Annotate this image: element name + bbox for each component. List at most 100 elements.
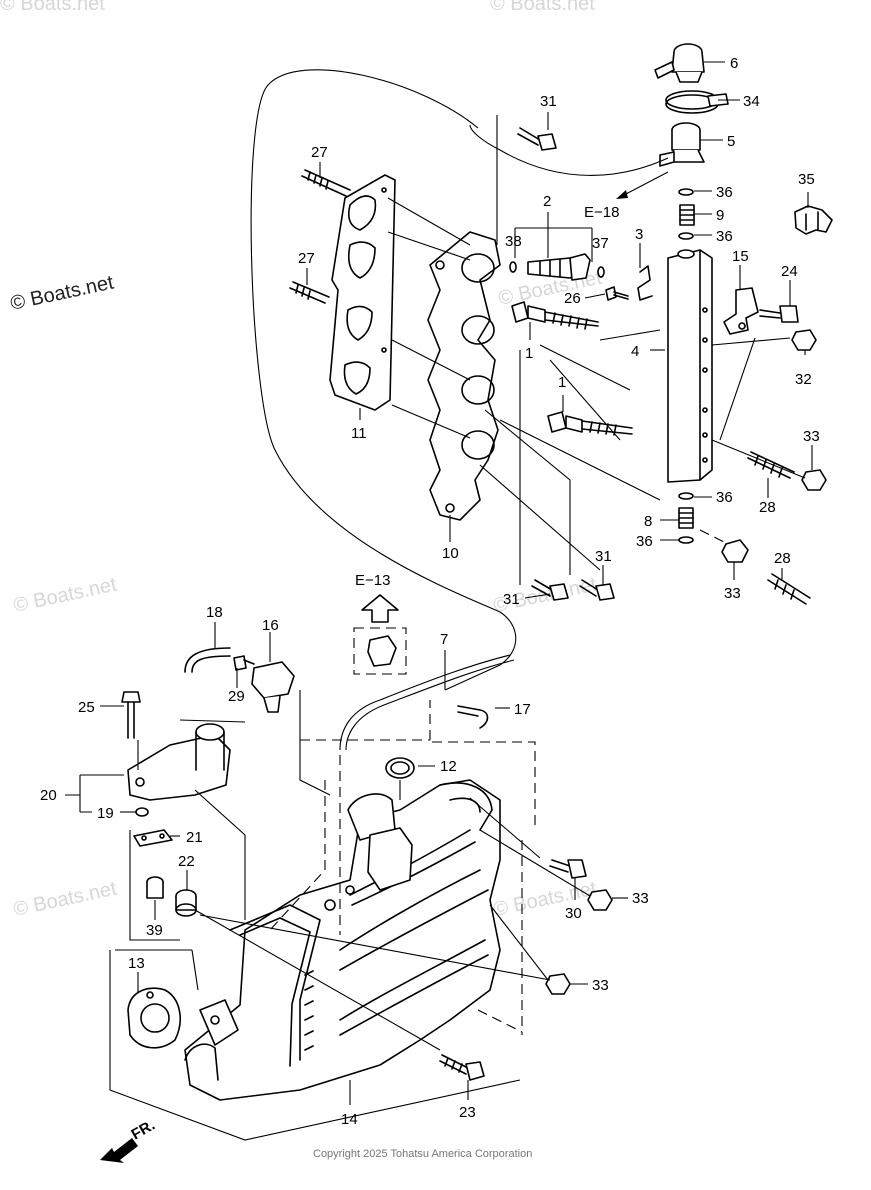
bolt-31-bottom-left: [531, 579, 569, 601]
grommet-22: [175, 889, 197, 917]
stud-27-upper: [301, 169, 351, 197]
o-ring-12: [385, 757, 415, 779]
leader-line-33-upper: [711, 439, 806, 479]
label-part-28-upper: 28: [759, 499, 776, 516]
clamp-15: [723, 287, 759, 335]
watermark-mid-left: © Boats.net: [11, 573, 119, 616]
label-part-32: 32: [795, 371, 812, 388]
label-part-37: 37: [592, 235, 609, 252]
label-part-28-lower: 28: [774, 550, 791, 567]
leader-lines-32: [711, 337, 791, 441]
label-part-18: 18: [206, 604, 223, 621]
stud-27-lower: [289, 281, 330, 304]
vacuum-hose: [469, 124, 669, 176]
nut-33-lower-b: [545, 973, 571, 995]
label-part-36-b: 36: [716, 228, 733, 245]
label-part-13: 13: [128, 955, 145, 972]
label-part-38: 38: [505, 233, 522, 250]
intake-block-10: [427, 231, 501, 521]
label-part-21: 21: [186, 829, 203, 846]
fitting-6: [654, 43, 705, 83]
gasket-21: [133, 829, 173, 847]
bolt-26: [605, 286, 629, 301]
label-part-33-upper: 33: [803, 428, 820, 445]
label-part-36-d: 36: [636, 533, 653, 550]
washer-19: [135, 807, 149, 817]
washer-36-d: [678, 536, 694, 544]
label-part-19: 19: [97, 805, 114, 822]
label-part-10: 10: [442, 545, 459, 562]
nut-32: [791, 329, 817, 351]
label-part-9: 9: [716, 207, 724, 224]
label-part-1-upper: 1: [525, 345, 533, 362]
label-part-25: 25: [78, 699, 95, 716]
e13-reference: [353, 594, 407, 675]
leader-lines-31-bottom: [479, 350, 601, 585]
bolt-23: [439, 1054, 485, 1081]
clamp-34: [665, 90, 729, 114]
callout-leaders: [65, 61, 813, 1105]
washer-36-a: [678, 188, 694, 196]
cap-39: [146, 876, 164, 899]
label-part-15: 15: [732, 248, 749, 265]
watermark-top-right: © Boats.net: [490, 0, 595, 15]
bolt-1-lower: [547, 411, 633, 436]
fuel-rail-4: [667, 249, 713, 483]
fuel-injector-2: [527, 253, 591, 281]
o-ring-37: [597, 266, 605, 278]
label-part-2: 2: [543, 193, 551, 210]
joint-9: [679, 204, 695, 226]
label-part-8: 8: [644, 513, 652, 530]
label-part-3: 3: [635, 226, 643, 243]
watermark-bottom-left: © Boats.net: [11, 877, 119, 920]
watermark-main: © Boats.net: [8, 271, 116, 314]
label-part-4: 4: [631, 343, 639, 360]
label-part-27-lower: 27: [298, 250, 315, 267]
bolt-24: [759, 305, 799, 323]
label-part-5: 5: [727, 133, 735, 150]
label-part-7: 7: [440, 631, 448, 648]
label-part-14: 14: [341, 1111, 358, 1128]
label-part-31-top: 31: [540, 93, 557, 110]
label-part-23: 23: [459, 1104, 476, 1121]
stud-28-lower: [767, 573, 811, 605]
part-number-labels: 31 27 27 11 10 2 38 37 3 26 1 1 4 6 34 5…: [40, 55, 820, 1128]
joint-8: [678, 507, 694, 529]
copyright-notice: Copyright 2025 Tohatsu America Corporati…: [313, 1148, 532, 1160]
bolt-29: [233, 655, 255, 671]
hose-7: [339, 654, 511, 751]
label-part-33-lower-b: 33: [592, 977, 609, 994]
front-direction-arrow: FR.: [100, 1117, 158, 1163]
hose-18: [184, 647, 231, 673]
leader-lines-block: [387, 197, 471, 439]
gasket-13: [127, 987, 181, 1049]
label-part-30: 30: [565, 905, 582, 922]
watermark-top-left: © Boats.net: [0, 0, 105, 15]
bracket-3: [637, 265, 653, 301]
hose-17: [457, 705, 489, 729]
washer-36-b: [678, 232, 694, 240]
bolt-31-bottom-right: [579, 579, 615, 601]
faded-watermarks: © Boats.net © Boats.net © Boats.net © Bo…: [0, 0, 604, 921]
label-part-34: 34: [743, 93, 760, 110]
label-part-36-c: 36: [716, 489, 733, 506]
watermark-bottom-right: © Boats.net: [491, 877, 599, 920]
label-part-33-lower-a: 33: [632, 890, 649, 907]
label-part-20: 20: [40, 787, 57, 804]
label-part-26: 26: [564, 290, 581, 307]
bolt-25: [121, 691, 141, 739]
label-part-29: 29: [228, 688, 245, 705]
intake-manifold-14: [184, 779, 501, 1101]
e18-arrow: [616, 171, 669, 199]
nut-33-mid: [721, 539, 749, 563]
manifold-outline-box: [109, 690, 591, 1141]
bolt-31-top: [517, 127, 557, 151]
reference-e13: E−13: [355, 572, 390, 589]
pressure-regulator-5: [659, 122, 705, 167]
assembly-outline: [250, 69, 517, 691]
label-part-12: 12: [440, 758, 457, 775]
label-part-24: 24: [781, 263, 798, 280]
label-part-1-lower: 1: [558, 374, 566, 391]
label-part-11: 11: [351, 425, 367, 442]
label-part-22: 22: [178, 853, 195, 870]
